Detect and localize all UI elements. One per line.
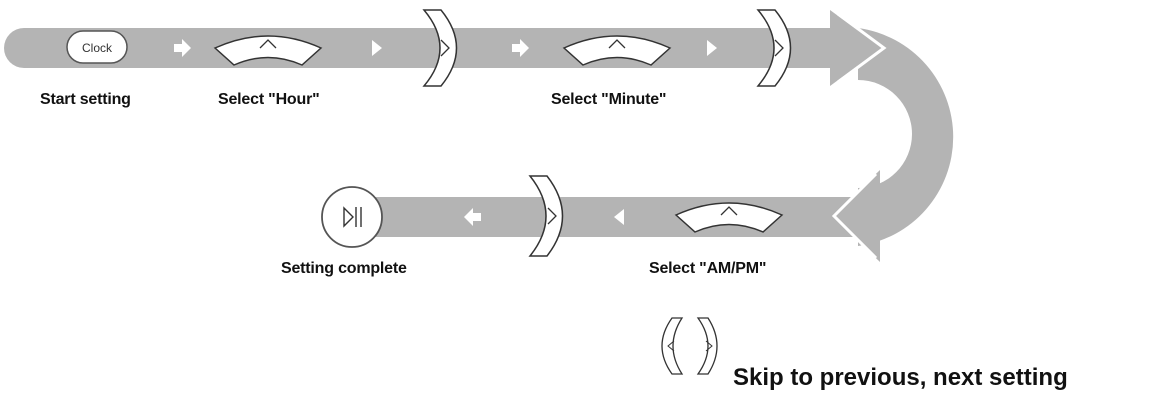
top-arrowhead-outline [837, 12, 887, 84]
legend-skip-text: Skip to previous, next setting [733, 364, 1068, 391]
step-label-hour: Select "Hour" [218, 91, 320, 108]
left-button-icon[interactable] [661, 317, 684, 375]
up-button-icon[interactable] [213, 35, 323, 66]
play-pause-button-icon[interactable] [321, 186, 383, 248]
arrow-right-icon [512, 39, 529, 57]
step-label-start: Start setting [40, 91, 131, 108]
up-button-icon[interactable] [562, 35, 672, 66]
flow-band [4, 10, 954, 262]
step-label-complete: Setting complete [281, 260, 407, 277]
right-button-icon[interactable] [756, 9, 792, 87]
arrow-right-icon [174, 39, 191, 57]
bottom-arrowhead-outline [831, 172, 878, 260]
clock-button-icon[interactable]: Clock [66, 30, 128, 64]
svg-text:Clock: Clock [82, 41, 113, 55]
arrow-left-icon [464, 208, 481, 226]
step-label-minute: Select "Minute" [551, 91, 667, 108]
right-button-icon[interactable] [696, 317, 718, 375]
triangle-right-icon [707, 40, 717, 56]
triangle-left-icon [614, 209, 624, 225]
step-label-ampm: Select "AM/PM" [649, 260, 767, 277]
right-button-icon[interactable] [528, 175, 564, 257]
triangle-right-icon [372, 40, 382, 56]
up-button-icon[interactable] [674, 202, 784, 233]
right-button-icon[interactable] [422, 9, 458, 87]
